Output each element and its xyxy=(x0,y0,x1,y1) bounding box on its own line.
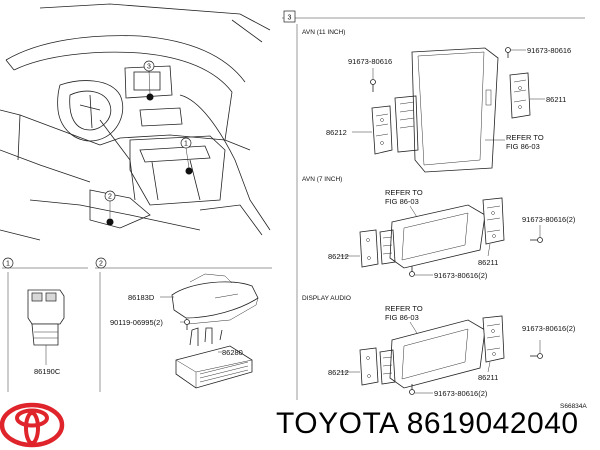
label-90119: 90119-06995(2) xyxy=(110,318,163,327)
title-avn-7: AVN (7 INCH) xyxy=(302,176,342,183)
section-1-badge: 1 xyxy=(6,261,10,268)
screw-91673-a xyxy=(370,79,376,92)
screw-91673-e xyxy=(530,353,543,359)
refer-b-line-2: FIG 86-03 xyxy=(385,197,419,206)
display-11-inch xyxy=(394,47,499,173)
label-86212-a: 86212 xyxy=(326,128,347,137)
label-91673-a: 91673-80616 xyxy=(348,57,392,66)
label-86212-b: 86212 xyxy=(328,252,349,261)
receiver-cover-86183d xyxy=(171,273,259,325)
display-audio-group: DISPLAY AUDIO REFER TO FIG 86-03 91 xyxy=(302,295,576,398)
refer-a-line-2: FIG 86-03 xyxy=(506,142,540,151)
avn-11-inch-group: AVN (11 INCH) 91673-80616 xyxy=(302,29,571,173)
title-display-audio: DISPLAY AUDIO xyxy=(302,295,351,302)
bracket-86212-avn11 xyxy=(371,105,393,155)
label-86211-a: 86211 xyxy=(546,95,566,104)
reference-code: S66834A xyxy=(560,403,587,410)
dashboard-illustration: 3 1 2 xyxy=(0,3,271,241)
label-86190c: 86190C xyxy=(34,367,61,376)
label-86211-c: 86211 xyxy=(478,373,498,382)
label-86211-b: 86211 xyxy=(478,258,498,267)
label-86183d: 86183D xyxy=(128,293,155,302)
label-91673-c: 91673-80616(2) xyxy=(522,215,576,224)
callout-3: 3 xyxy=(147,64,151,71)
callout-1: 1 xyxy=(184,141,188,148)
label-86212-c: 86212 xyxy=(328,368,349,377)
label-91673-d: 91673-80616(2) xyxy=(434,271,488,280)
receiver-unit-86280 xyxy=(175,327,253,389)
callout-2: 2 xyxy=(108,194,112,201)
part-number-footer: TOYOTA 8619042040 xyxy=(276,407,579,440)
bracket-86212-avn7 xyxy=(359,229,379,268)
display-audio-unit xyxy=(379,319,486,389)
title-avn-11: AVN (11 INCH) xyxy=(302,29,345,36)
section-2: 2 86183D 90119-06995(2) 86280 xyxy=(95,257,272,392)
screw-91673-f xyxy=(409,384,415,395)
callout-3-box: 3 xyxy=(288,15,292,22)
switch-module-86190c xyxy=(27,289,65,346)
bracket-86212-da xyxy=(359,347,379,386)
label-86280: 86280 xyxy=(222,348,243,357)
bracket-86211-avn7 xyxy=(482,197,505,245)
bolt-90119 xyxy=(184,319,190,330)
screw-91673-c xyxy=(530,237,543,243)
section-1: 1 86190C xyxy=(2,257,88,392)
refer-c-line-1: REFER TO xyxy=(385,304,423,313)
label-91673-f: 91673-80616(2) xyxy=(434,389,488,398)
label-91673-e: 91673-80616(2) xyxy=(522,324,576,333)
screw-91673-b xyxy=(505,47,511,58)
avn-7-inch-group: AVN (7 INCH) REFER TO FIG 86-03 916 xyxy=(302,176,576,280)
screw-91673-d xyxy=(409,266,415,277)
display-7-inch xyxy=(379,204,486,269)
bracket-86211-da xyxy=(482,315,505,363)
refer-a-line-1: REFER TO xyxy=(506,133,544,142)
refer-c-line-2: FIG 86-03 xyxy=(385,313,419,322)
toyota-logo xyxy=(0,402,65,448)
section-3-frame: 3 xyxy=(282,10,585,400)
refer-b-line-1: REFER TO xyxy=(385,188,423,197)
section-2-badge: 2 xyxy=(99,261,103,268)
bracket-86211-avn11 xyxy=(509,72,531,119)
label-91673-b: 91673-80616 xyxy=(527,46,571,55)
